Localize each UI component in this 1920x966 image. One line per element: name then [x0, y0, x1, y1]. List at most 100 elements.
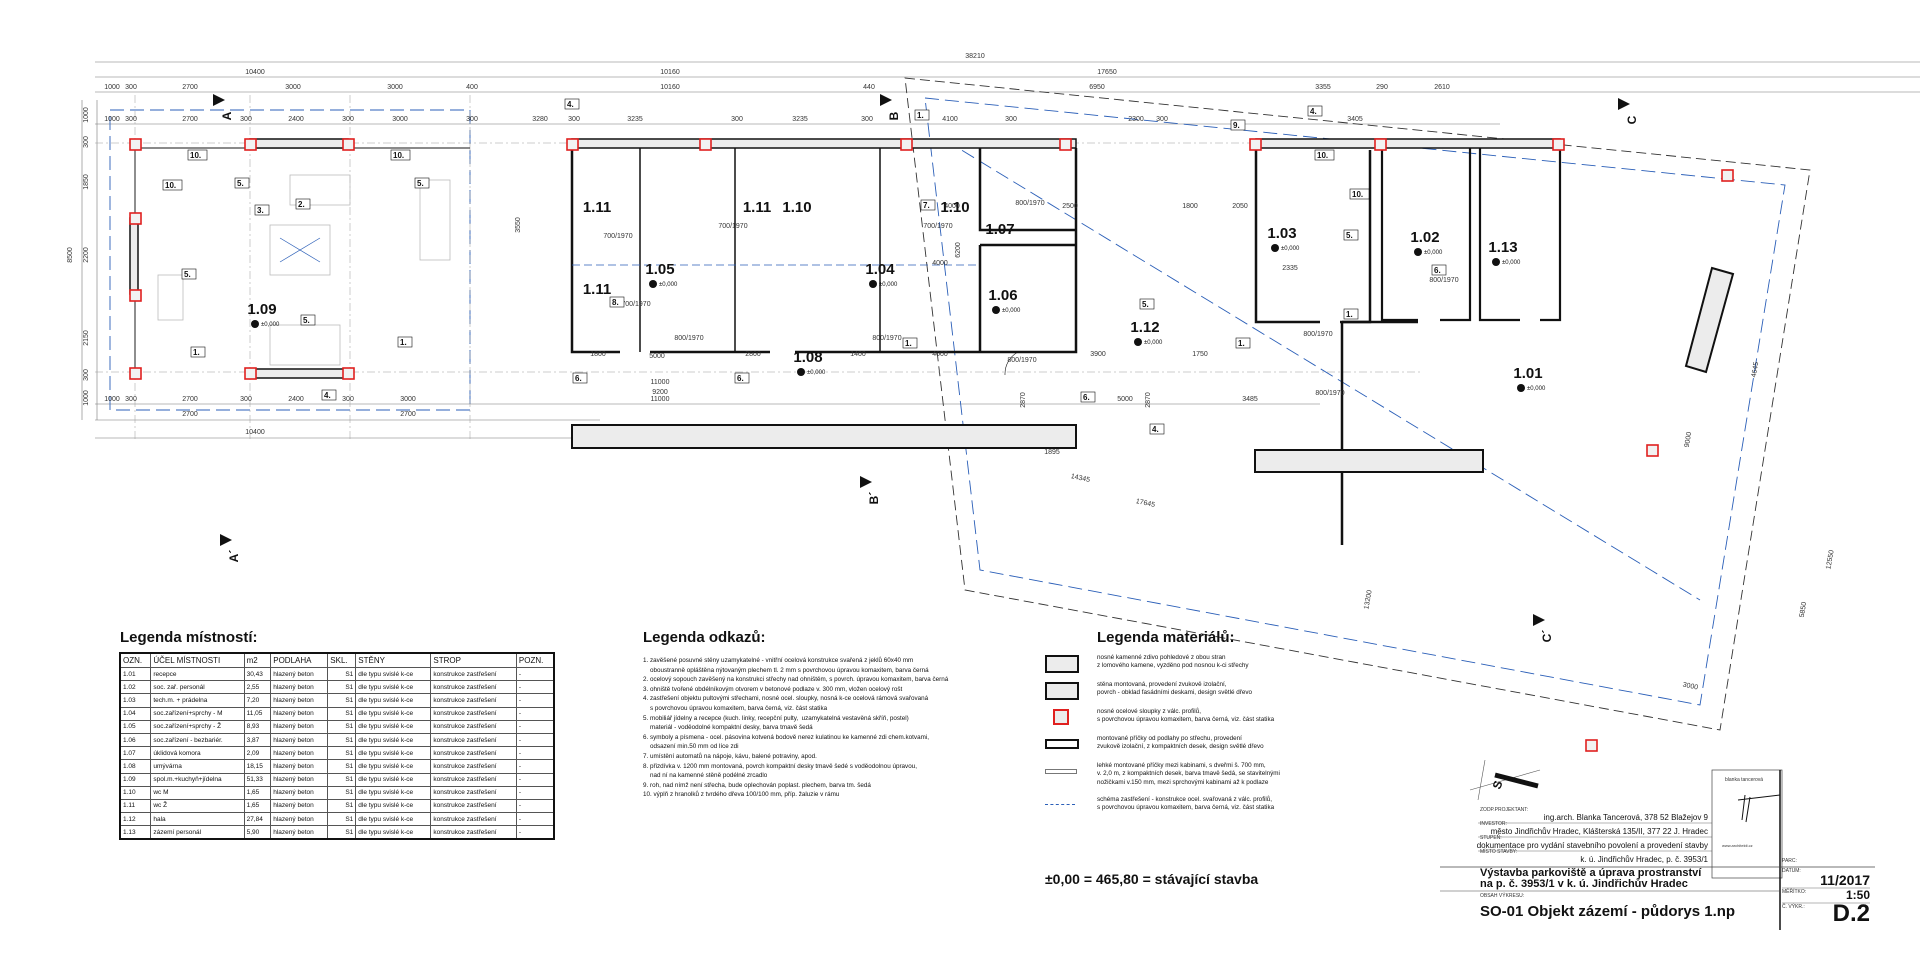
- dimension-label: 300: [83, 369, 90, 381]
- reference-tag: 1.: [1238, 339, 1245, 348]
- table-cell: -: [515, 798, 555, 814]
- table-cell: -: [515, 785, 555, 800]
- reference-tag: 1.: [917, 111, 924, 120]
- reception-block: [1254, 138, 1735, 545]
- material-description: nožičkami v.150 mm, mezi sprchovými kabi…: [1097, 778, 1269, 786]
- reference-tag-box: [609, 296, 625, 308]
- table-cell: S1: [327, 693, 357, 708]
- legend-ref-line: 9. roh, nad nímž není střecha, bude ople…: [643, 781, 871, 789]
- table-cell: dle typu svislé k-ce: [355, 719, 432, 734]
- dimension-label: 2610: [1434, 84, 1450, 91]
- table-cell: -: [515, 693, 555, 708]
- drawing-content: SO-01 Objekt zázemí - půdorys 1.np: [1480, 903, 1736, 920]
- section-label: B: [887, 111, 901, 120]
- dimension-label: 1850: [83, 174, 90, 190]
- room-level: ±0,000: [1502, 260, 1521, 266]
- project-title-line1: Výstavba parkoviště a úprava prostranstv…: [1480, 867, 1702, 879]
- table-cell: umývárna: [150, 759, 245, 774]
- stone-wall-washroom: [571, 424, 1077, 449]
- reference-tag-box: [1343, 229, 1359, 241]
- reference-tag-box: [295, 198, 311, 210]
- steel-column: [1721, 169, 1734, 182]
- dimension-label: 2300: [1128, 116, 1144, 123]
- reference-tag-box: [397, 336, 413, 348]
- table-cell: konstrukce zastřešení: [430, 772, 517, 787]
- table-cell: konstrukce zastřešení: [430, 693, 517, 708]
- door-size-label: 800/1970: [1015, 200, 1044, 207]
- reference-tag-box: [734, 372, 750, 384]
- material-description: z lomového kamene, vyzděno pod nosnou k-…: [1097, 662, 1249, 670]
- reference-tag-box: [914, 109, 930, 121]
- legend-ref-line: 1. zavěšené posuvné stěny uzamykatelné -…: [643, 657, 914, 664]
- dimension-label: 300: [240, 396, 252, 403]
- reference-tag: 1.: [1346, 310, 1353, 319]
- table-cell: hlazený beton: [270, 719, 329, 734]
- investor-label: INVESTOR:: [1480, 821, 1507, 827]
- investor-value: město Jindřichův Hradec, Klášterská 135/…: [1490, 827, 1708, 836]
- table-cell: 1.10: [119, 785, 152, 800]
- table-cell: dle typu svislé k-ce: [355, 706, 432, 721]
- reference-tag: 6.: [1083, 393, 1090, 402]
- dimension-label: 1000: [83, 390, 90, 406]
- room-level: ±0,000: [1281, 246, 1300, 252]
- stone-wall-skewed: [1684, 266, 1735, 374]
- material-description: s povrchovou úpravou komaxitem, barva če…: [1097, 716, 1275, 724]
- material-description: montované příčky od podlahy po střechu, …: [1097, 735, 1242, 742]
- steel-column: [566, 138, 579, 151]
- steel-column: [699, 138, 712, 151]
- section-label: C´: [1540, 630, 1554, 643]
- legend-refs-title: Legenda odkazů:: [643, 629, 766, 646]
- dimension-label: 3485: [1242, 396, 1258, 403]
- dimension-label: 6200: [955, 242, 962, 258]
- reference-tag: 1.: [905, 339, 912, 348]
- table-cell: 1.04: [119, 706, 152, 721]
- dimension-label: 2335: [1282, 265, 1298, 272]
- table-cell: S1: [327, 732, 357, 748]
- reference-tag-box: [1149, 423, 1165, 435]
- steel-column: [900, 138, 913, 151]
- legend-ref-line: 8. přizdívka v. 1200 mm montovaná, povrc…: [643, 762, 917, 770]
- table-cell: hlazený beton: [270, 785, 329, 800]
- table-cell: 3,87: [243, 732, 272, 748]
- legend-ref-line: 5. mobiliář jídelny a recepce (kuch. lin…: [643, 714, 909, 722]
- table-cell: 1.12: [119, 812, 152, 827]
- table-cell: dle typu svislé k-ce: [355, 812, 432, 827]
- dimension-label: 1750: [1192, 351, 1208, 358]
- reference-tag-box: [572, 372, 588, 384]
- reference-tag: 5.: [1346, 231, 1353, 240]
- dimension-label: 2500: [1062, 203, 1078, 210]
- material-description: lehké montované příčky mezi kabinami, s …: [1097, 762, 1266, 769]
- reference-tag: 9.: [1233, 121, 1240, 130]
- column-header: SKL.: [327, 652, 357, 668]
- material-description: nosné ocelové sloupky z válc. profilů,: [1097, 708, 1201, 715]
- column-header: STROP: [430, 652, 517, 668]
- reference-tag: 5.: [184, 270, 191, 279]
- table-cell: 2,55: [243, 680, 272, 695]
- dimension-label: 2700: [182, 411, 198, 418]
- steel-column: [129, 138, 142, 151]
- dimension-label: 4000: [944, 203, 960, 210]
- material-swatch-icon: [1045, 682, 1079, 700]
- steel-column: [1059, 138, 1072, 151]
- dimension-label: 300: [83, 136, 90, 148]
- table-cell: konstrukce zastřešení: [430, 798, 517, 814]
- dimension-label: 300: [861, 116, 873, 123]
- dimension-label: 2050: [1232, 203, 1248, 210]
- dimension-label: 6950: [1089, 84, 1105, 91]
- reference-tag: 8.: [612, 298, 619, 307]
- table-cell: S1: [327, 772, 357, 787]
- reference-tag: 4.: [1152, 425, 1159, 434]
- table-cell: dle typu svislé k-ce: [355, 759, 432, 774]
- dimension-label: 300: [568, 116, 580, 123]
- table-cell: 1.07: [119, 746, 152, 761]
- section-label: C: [1625, 115, 1639, 124]
- level-marker-icon: [797, 368, 805, 376]
- table-cell: konstrukce zastřešení: [430, 759, 517, 774]
- room-number: 1.11: [583, 199, 611, 216]
- dimension-label: 300: [342, 116, 354, 123]
- steel-column: [342, 138, 355, 151]
- dimension-label: 1000: [104, 84, 120, 91]
- designer-value: ing.arch. Blanka Tancerová, 378 52 Blaže…: [1543, 813, 1708, 822]
- table-cell: 1,65: [243, 785, 272, 800]
